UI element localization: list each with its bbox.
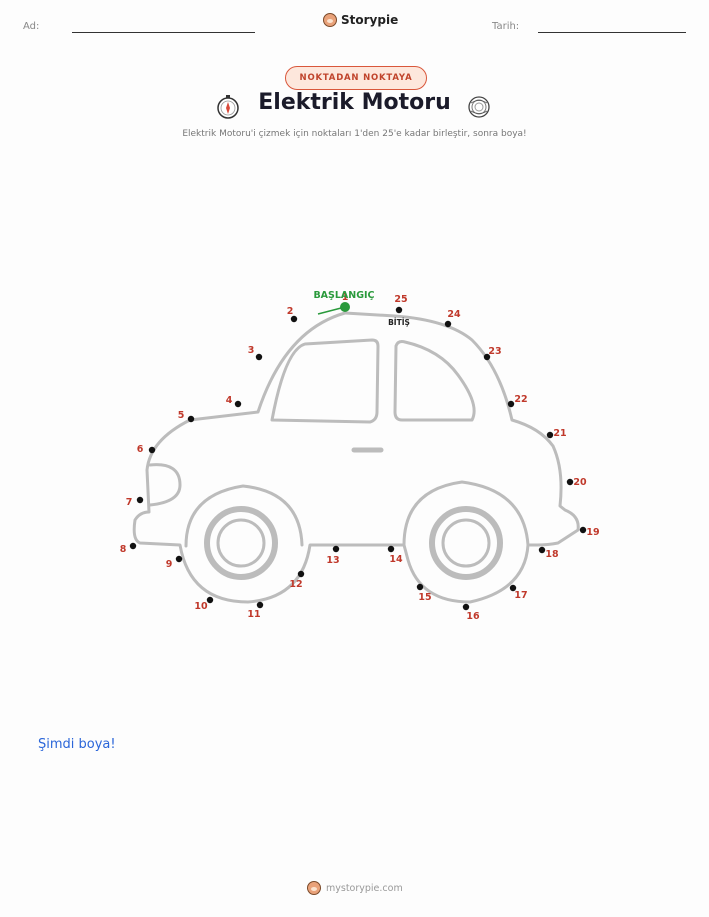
dot-8[interactable] [129, 542, 137, 550]
dot-9[interactable] [175, 555, 183, 563]
dot-7[interactable] [136, 496, 144, 504]
dot-10[interactable] [206, 596, 214, 604]
footer: mystorypie.com [307, 881, 403, 895]
dot-number-25: 25 [394, 294, 407, 305]
dot-number-17: 17 [514, 590, 527, 601]
dot-number-15: 15 [418, 592, 431, 603]
instructions: Elektrik Motoru'i çizmek için noktaları … [182, 129, 527, 139]
dot-4[interactable] [234, 400, 242, 408]
compass-icon [217, 95, 239, 119]
dot-13[interactable] [332, 545, 340, 553]
dot-21[interactable] [546, 431, 554, 439]
dot-number-9: 9 [166, 559, 173, 570]
dot-23[interactable] [483, 353, 491, 361]
date-field-line[interactable] [538, 32, 686, 33]
dot-3[interactable] [255, 353, 263, 361]
dot-number-10: 10 [194, 601, 208, 612]
dot-number-23: 23 [488, 346, 501, 357]
dot-number-3: 3 [248, 345, 255, 356]
name-label: Ad: [23, 21, 40, 32]
dot-number-7: 7 [126, 497, 133, 508]
dot-20[interactable] [566, 478, 574, 486]
dot-18[interactable] [538, 546, 546, 554]
start-label: BAŞLANGIÇ [313, 290, 374, 301]
brand-name: Storypie [341, 13, 399, 27]
start-dot[interactable] [340, 302, 350, 312]
dot-number-12: 12 [289, 579, 302, 590]
dot-number-16: 16 [466, 611, 480, 622]
dot-number-20: 20 [573, 477, 587, 488]
date-label: Tarih: [492, 21, 520, 32]
page-title: Elektrik Motoru [258, 90, 451, 115]
dot-5[interactable] [187, 415, 195, 423]
activity-badge: NOKTADAN NOKTAYA [285, 66, 427, 90]
dot-number-2: 2 [287, 306, 294, 317]
dot-number-6: 6 [137, 444, 144, 455]
bear-icon [323, 13, 337, 27]
brand-logo: Storypie [323, 13, 398, 27]
dot-number-19: 19 [586, 527, 599, 538]
bear-icon [307, 881, 321, 895]
dot-25[interactable] [395, 306, 403, 314]
dot-number-14: 14 [389, 554, 403, 565]
car-outline [132, 311, 580, 604]
dot-15[interactable] [416, 583, 424, 591]
name-field-line[interactable] [72, 32, 255, 33]
paint-prompt: Şimdi boya! [38, 737, 116, 752]
dot-number-5: 5 [178, 410, 185, 421]
dot-number-22: 22 [514, 394, 527, 405]
dot-12[interactable] [297, 570, 305, 578]
coil-icon [468, 96, 490, 118]
footer-url[interactable]: mystorypie.com [326, 882, 403, 894]
dot-number-11: 11 [247, 609, 260, 620]
dot-24[interactable] [444, 320, 452, 328]
dot-16[interactable] [462, 603, 470, 611]
dot-number-4: 4 [226, 395, 233, 406]
dot-19[interactable] [579, 526, 587, 534]
dot-number-8: 8 [120, 544, 127, 555]
dot-22[interactable] [507, 400, 515, 408]
dot-14[interactable] [387, 545, 395, 553]
dot-17[interactable] [509, 584, 517, 592]
dot-number-21: 21 [553, 428, 566, 439]
dot-number-13: 13 [326, 555, 339, 566]
dot-6[interactable] [148, 446, 156, 454]
dot-number-1: 1 [342, 292, 349, 303]
end-label: BİTİŞ [388, 318, 410, 327]
dot-number-18: 18 [545, 549, 559, 560]
dot-11[interactable] [256, 601, 264, 609]
dot-number-24: 24 [447, 309, 461, 320]
dot-2[interactable] [290, 315, 298, 323]
